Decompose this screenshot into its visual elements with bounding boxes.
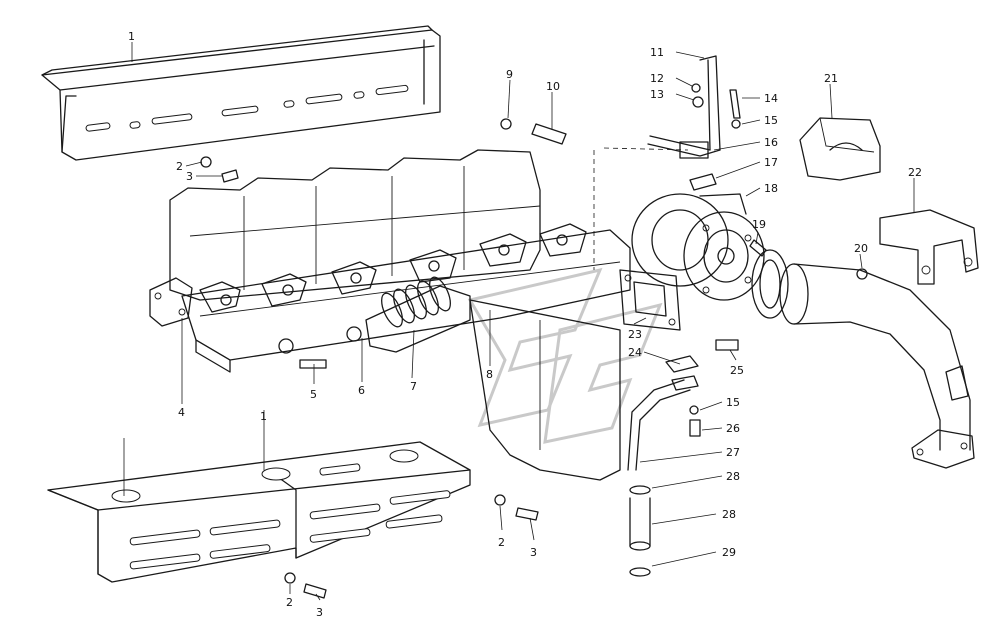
- cylinder-head-block: [169, 149, 621, 481]
- bellows-connector: [365, 276, 471, 353]
- leader-lines: [123, 42, 915, 601]
- callout-3-top: 3: [186, 170, 193, 183]
- callout-23: 23: [628, 328, 642, 341]
- fasteners: [200, 83, 868, 599]
- oil-feed-pipe: [647, 55, 721, 191]
- callout-2-bottom: 2: [286, 596, 293, 609]
- callout-14: 14: [764, 92, 778, 105]
- callout-29: 28: [722, 508, 736, 521]
- callout-28-top: 28: [726, 470, 740, 483]
- exhaust-elbow-pipe: [751, 249, 975, 469]
- support-bracket: [879, 209, 979, 285]
- upper-heat-shield: [41, 25, 441, 161]
- assembly-center-lines: [593, 147, 689, 270]
- saddle-clamp: [799, 117, 881, 181]
- callout-8: 8: [486, 368, 493, 381]
- callout-9: 9: [506, 68, 513, 81]
- callout-27: 27: [726, 446, 740, 459]
- callout-26: 26: [726, 422, 740, 435]
- turbocharger: [631, 193, 765, 301]
- callout-20: 20: [854, 242, 868, 255]
- oil-return-pipe: [627, 355, 699, 471]
- callout-17: 17: [764, 156, 778, 169]
- callout-25: 25: [730, 364, 744, 377]
- callout-labels: 1 1 2 2 2 3 3 3 4 5 6 7 8 9 10 11 12 13 …: [128, 30, 922, 619]
- oil-return-hose: [629, 485, 651, 577]
- callout-28-bottom: 29: [722, 546, 736, 559]
- callout-1-bottom: 1: [260, 410, 267, 423]
- callout-3-mid: 3: [530, 546, 537, 559]
- callout-5: 5: [310, 388, 317, 401]
- callout-19: 19: [752, 218, 766, 231]
- callout-15-bottom: 15: [726, 396, 740, 409]
- lower-heat-shield: [47, 441, 471, 583]
- callout-1-top: 1: [128, 30, 135, 43]
- callout-6: 6: [358, 384, 365, 397]
- callout-10: 10: [546, 80, 560, 93]
- front-flange-gasket: [149, 277, 193, 327]
- callout-7: 7: [410, 380, 417, 393]
- turbo-bracket: [619, 269, 681, 331]
- callout-21: 21: [824, 72, 838, 85]
- callout-3-bottom: 3: [316, 606, 323, 619]
- exhaust-manifold: [181, 223, 631, 373]
- callout-11: 11: [650, 46, 664, 59]
- callout-22: 22: [908, 166, 922, 179]
- callout-16: 16: [764, 136, 778, 149]
- callout-2-mid: 2: [498, 536, 505, 549]
- callout-13: 13: [650, 88, 664, 101]
- callout-15-top: 15: [764, 114, 778, 127]
- manifold-port-flanges: [199, 223, 587, 313]
- callout-2-top: 2: [176, 160, 183, 173]
- callout-12: 12: [650, 72, 664, 85]
- callout-18: 18: [764, 182, 778, 195]
- manifold-studs: [220, 234, 568, 354]
- callout-24: 24: [628, 346, 642, 359]
- callout-4: 4: [178, 406, 185, 419]
